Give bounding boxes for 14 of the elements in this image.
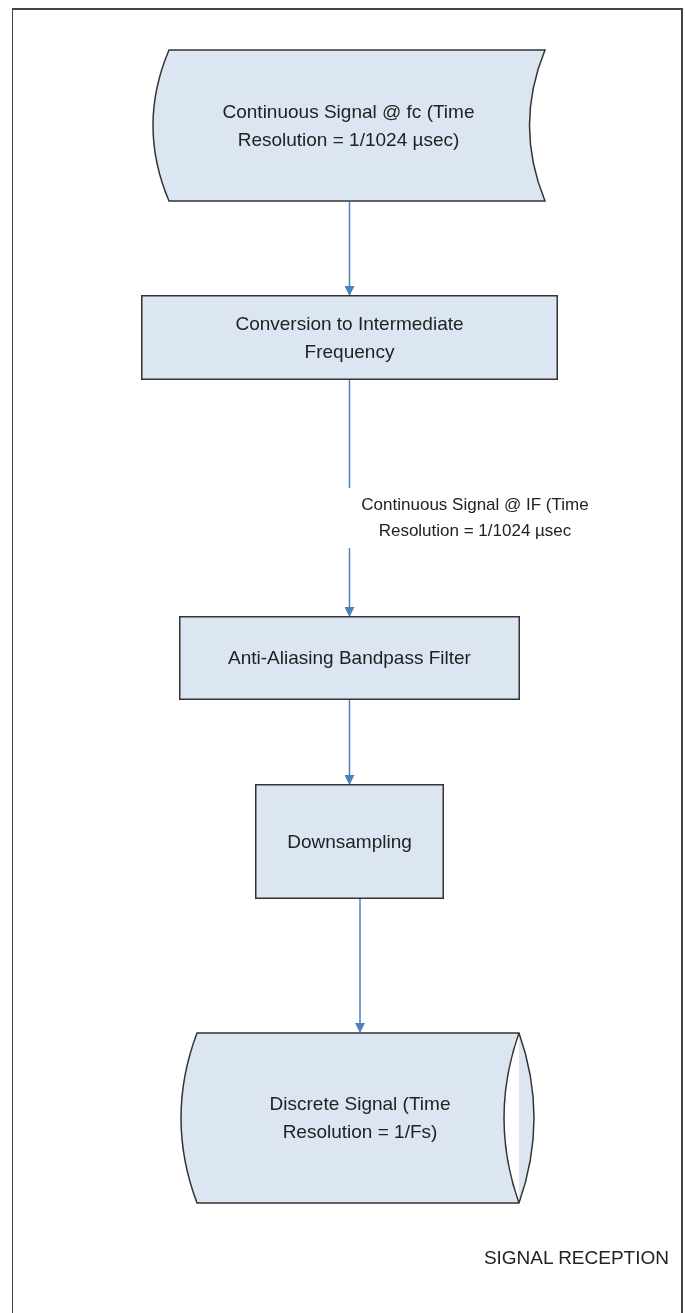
node-text: Discrete Signal (Time Resolution = 1/Fs) [268,1092,452,1144]
process-box [255,784,444,899]
node-text: Continuous Signal @ fc (Time Resolution = 1/1024 µsec) [221,99,476,152]
node-text: Conversion to Intermediate Frequency [234,311,465,364]
process-box [141,295,558,380]
arrow [344,699,355,785]
swimlane-frame [12,8,683,1313]
punched-tape-shape [151,49,546,202]
node-text: Anti-Aliasing Bandpass Filter [228,646,471,670]
process-box [179,616,520,700]
lane-title: SIGNAL RECEPTION [483,1246,669,1270]
node-text: Downsampling [287,829,412,854]
arrow [355,898,365,1033]
arrow [344,201,355,296]
